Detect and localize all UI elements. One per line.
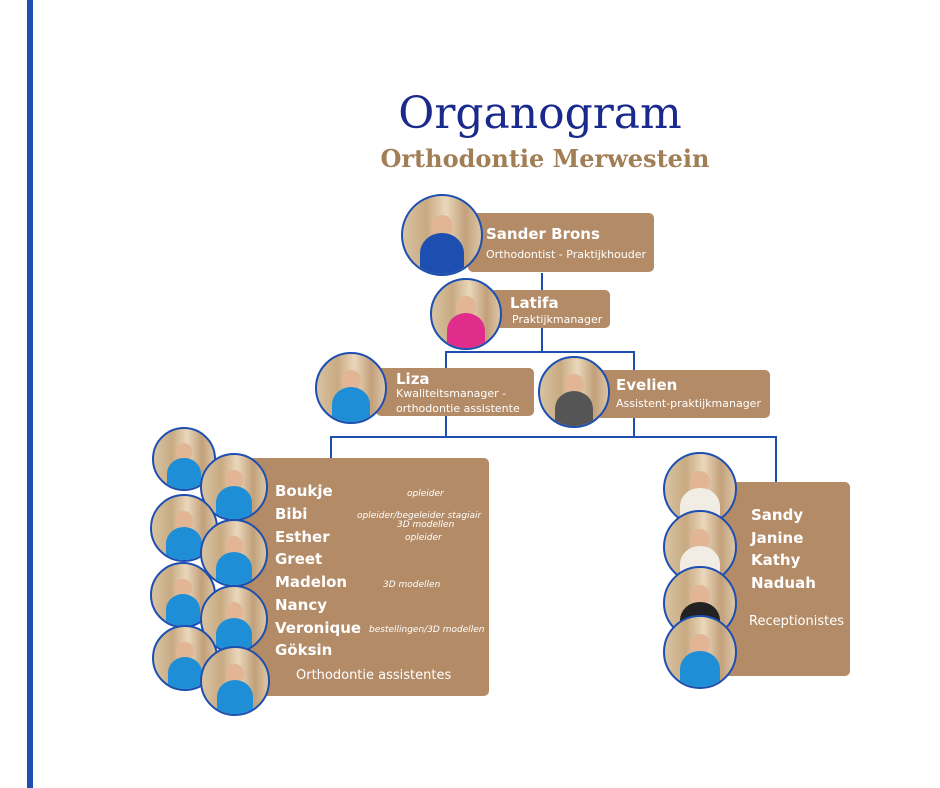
- owner-name: Sander Brons: [486, 225, 600, 243]
- owner-photo: [401, 194, 483, 276]
- assistant-manager-photo: [538, 356, 610, 428]
- quality-manager-photo: [315, 352, 387, 424]
- owner-card: Sander Brons Orthodontist - Praktijkhoud…: [468, 213, 654, 272]
- assistant-name-6: Nancy: [275, 596, 328, 614]
- reception-name-4: Naduah: [751, 574, 816, 592]
- connector-to-assistants: [330, 436, 332, 458]
- assistant-photo: [200, 519, 268, 587]
- owner-role: Orthodontist - Praktijkhouder: [486, 248, 647, 261]
- assistants-group-label: Orthodontie assistentes: [296, 668, 452, 683]
- assistant-name-4: Greet: [275, 550, 323, 568]
- reception-name-1: Sandy: [751, 506, 804, 524]
- note-veronique: bestellingen/3D modellen: [369, 625, 485, 635]
- note-bibi-2: 3D modellen: [397, 520, 455, 530]
- note-esther: opleider: [405, 533, 442, 543]
- assistant-name-5: Madelon: [275, 573, 348, 591]
- connector-evelien-down: [633, 418, 635, 437]
- assistant-manager-name: Evelien: [616, 376, 678, 394]
- note-bibi-1: opleider/begeleider stagiair: [357, 511, 482, 521]
- assistant-name-2: Bibi: [275, 505, 308, 523]
- connector-level3-horizontal: [330, 436, 777, 438]
- page-title: Organogram: [398, 88, 682, 139]
- assistants-card: [235, 458, 489, 696]
- assistant-photo: [200, 646, 270, 716]
- connector-to-evelien: [633, 351, 635, 371]
- assistant-name-8: Göksin: [275, 641, 333, 659]
- note-boukje: opleider: [407, 489, 444, 499]
- connector-owner-manager: [541, 273, 543, 291]
- quality-manager-name: Liza: [396, 370, 430, 388]
- assistant-manager-role: Assistent-praktijkmanager: [616, 397, 761, 410]
- manager-name: Latifa: [510, 294, 559, 312]
- reception-name-3: Kathy: [751, 551, 801, 569]
- assistant-name-7: Veronique: [275, 619, 362, 637]
- manager-role: Praktijkmanager: [512, 313, 603, 326]
- manager-photo: [430, 278, 502, 350]
- connector-to-liza: [445, 351, 447, 369]
- assistant-name-3: Esther: [275, 528, 330, 546]
- quality-manager-role-1: Kwaliteitsmanager -: [396, 387, 507, 400]
- note-madelon: 3D modellen: [383, 580, 441, 590]
- assistant-manager-card: Evelien Assistent-praktijkmanager: [596, 370, 770, 418]
- connector-liza-down: [445, 416, 447, 437]
- left-accent-bar: [27, 0, 33, 788]
- manager-card: Latifa Praktijkmanager: [490, 290, 610, 328]
- reception-name-2: Janine: [751, 529, 804, 547]
- reception-photo: [663, 615, 737, 689]
- connector-to-reception: [775, 436, 777, 484]
- connector-manager-split: [541, 328, 543, 352]
- quality-manager-card: Liza Kwaliteitsmanager - orthodontie ass…: [376, 368, 534, 416]
- reception-group-label: Receptionistes: [749, 614, 844, 629]
- assistant-name-1: Boukje: [275, 482, 333, 500]
- page-subtitle: Orthodontie Merwestein: [380, 144, 710, 173]
- connector-level2-horizontal: [445, 351, 635, 353]
- quality-manager-role-2: orthodontie assistente: [396, 402, 520, 415]
